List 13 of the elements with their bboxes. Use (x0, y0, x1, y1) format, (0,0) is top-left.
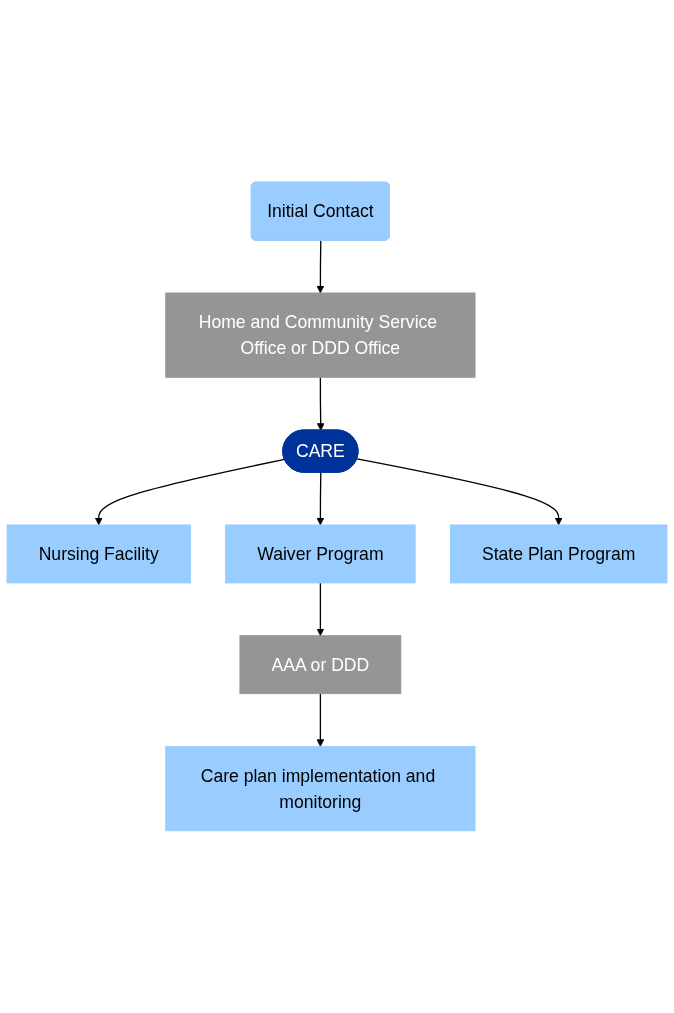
node-box: State Plan Program (449, 524, 668, 584)
node-box: Care plan implementation and monitoring (165, 745, 476, 832)
arrow (316, 376, 325, 431)
node-box: AAA or DDD (239, 635, 402, 695)
arrow (94, 458, 286, 526)
node-box: Waiver Program (225, 524, 416, 584)
arrow (316, 582, 325, 637)
arrow (356, 458, 563, 526)
node-box: Home and Community Service Office or DDD Office (165, 292, 476, 378)
arrow (316, 472, 325, 526)
arrow (316, 240, 325, 294)
arrow (316, 693, 325, 747)
node-box: Nursing Facility (6, 524, 191, 584)
